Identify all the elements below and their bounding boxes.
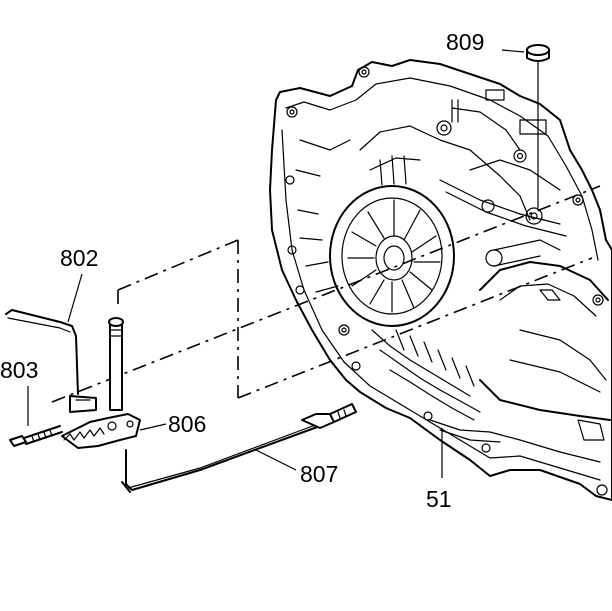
callout-807: 807: [300, 461, 338, 487]
transmission-case: [269, 59, 612, 501]
detent-lever-806: [61, 413, 141, 449]
bolt-803: [9, 425, 63, 447]
shift-rod-807: [121, 403, 357, 493]
callout-803: 803: [0, 357, 38, 383]
plug-809: [526, 44, 550, 62]
phantom-alignment-lines: [51, 185, 601, 403]
callout-802: 802: [60, 245, 98, 271]
bracket-802: [5, 309, 97, 413]
manual-shaft: [108, 317, 124, 411]
callout-806: 806: [168, 411, 206, 437]
callout-51: 51: [426, 486, 452, 512]
callout-809: 809: [446, 29, 484, 55]
